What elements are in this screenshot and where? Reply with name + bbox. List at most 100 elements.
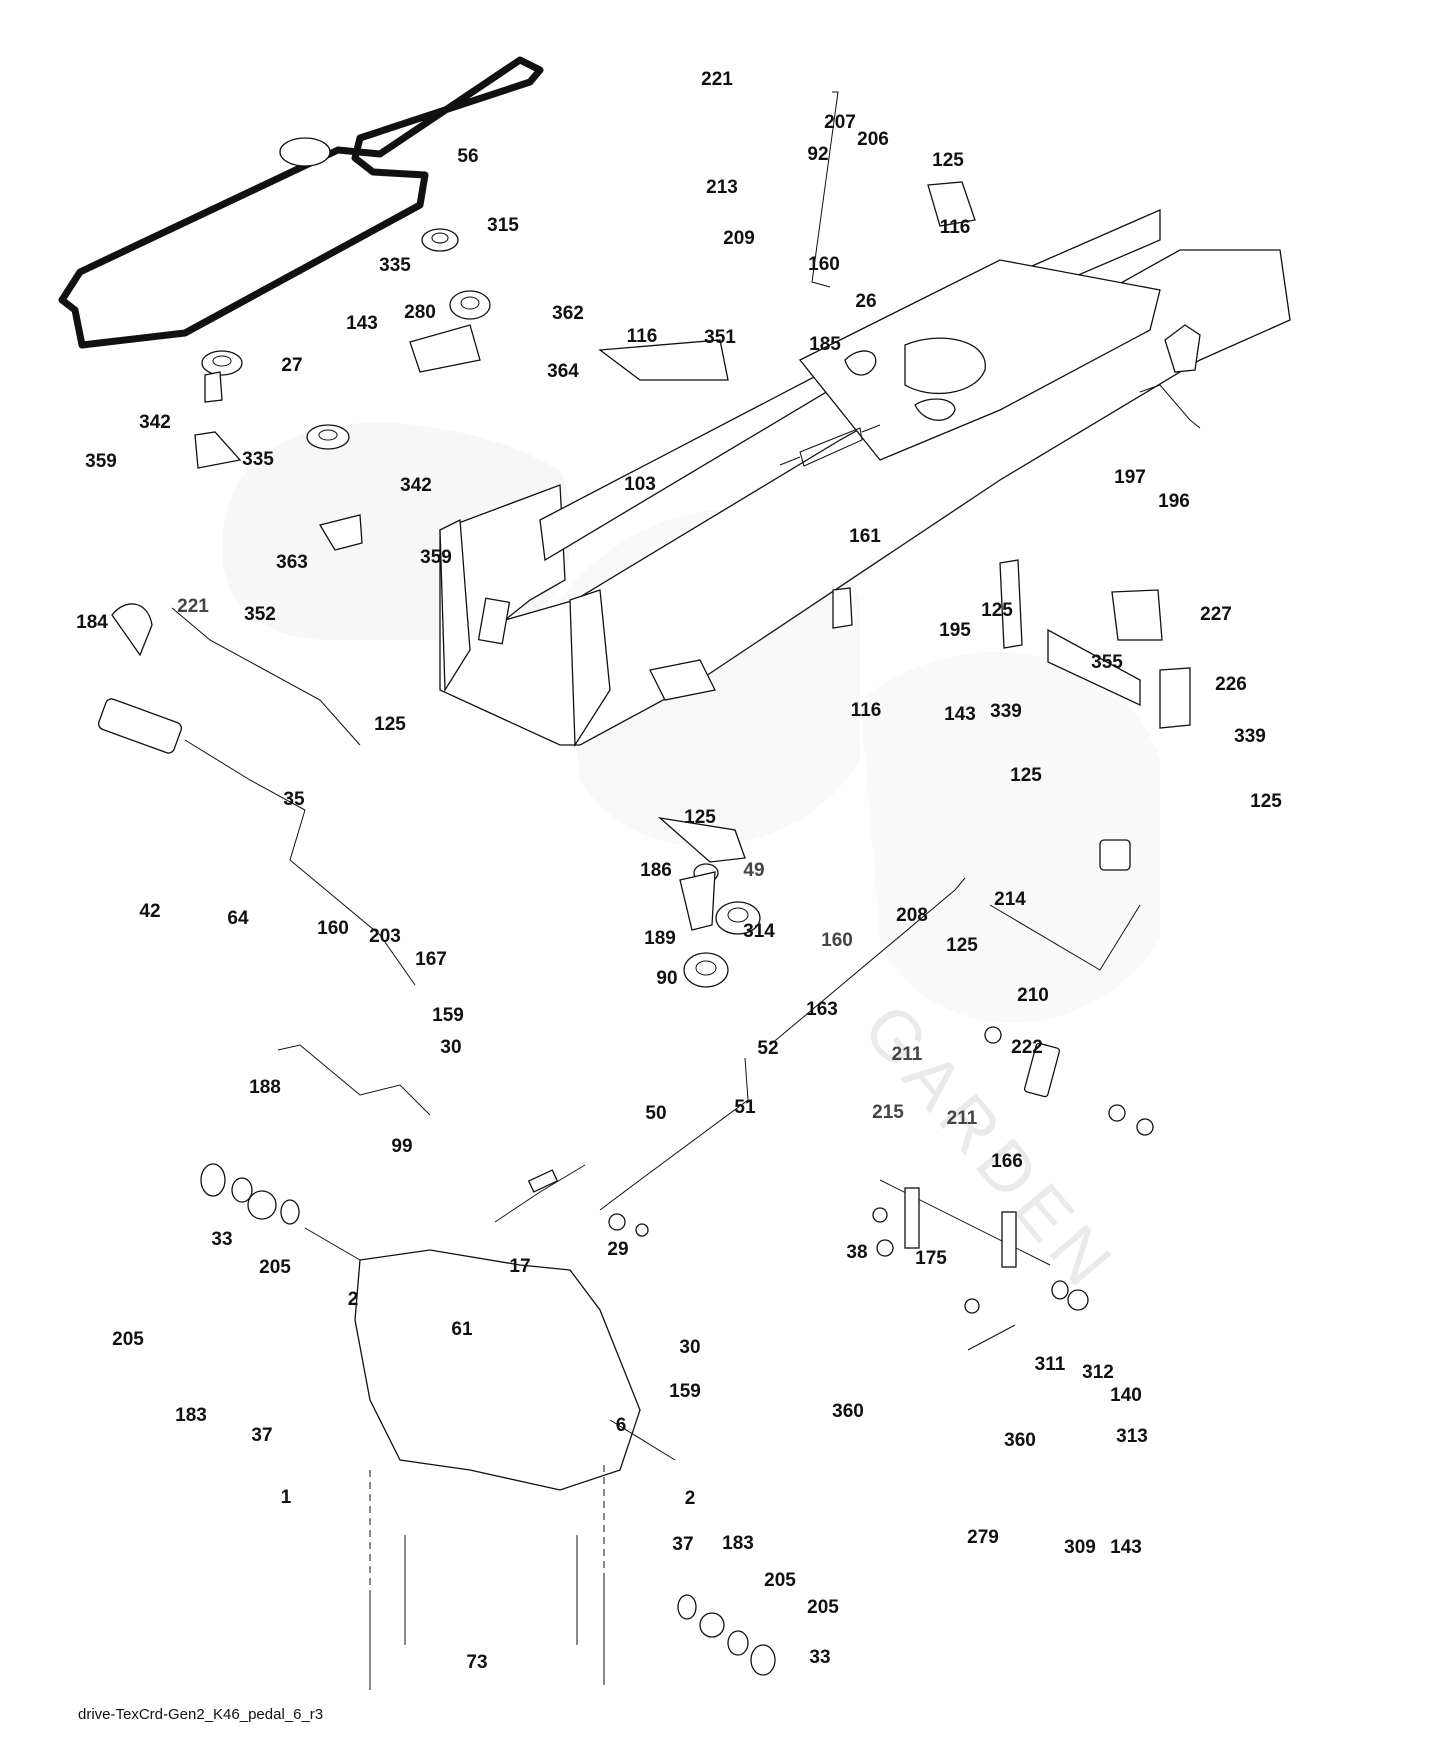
part-label-143: 143 (944, 704, 976, 725)
part-label-185: 185 (809, 334, 841, 355)
chassis-frame (439, 209, 1291, 748)
part-label-221: 221 (177, 596, 209, 617)
part-label-143: 143 (1110, 1537, 1142, 1558)
part-label-342: 342 (139, 412, 171, 433)
part-label-49: 49 (743, 860, 764, 881)
part-label-33: 33 (211, 1229, 232, 1250)
part-label-205: 205 (764, 1570, 796, 1591)
part-label-362: 362 (552, 303, 584, 324)
part-label-163: 163 (806, 999, 838, 1020)
part-label-26: 26 (855, 291, 876, 312)
part-label-355: 355 (1091, 652, 1123, 673)
part-label-206: 206 (857, 129, 889, 150)
part-label-213: 213 (706, 177, 738, 198)
part-label-160: 160 (821, 930, 853, 951)
part-label-29: 29 (607, 1239, 628, 1260)
part-label-309: 309 (1064, 1537, 1096, 1558)
part-label-90: 90 (656, 968, 677, 989)
part-label-342: 342 (400, 475, 432, 496)
part-label-209: 209 (723, 228, 755, 249)
mounting-bolts (369, 1465, 605, 1690)
part-label-143: 143 (346, 313, 378, 334)
part-label-188: 188 (249, 1077, 281, 1098)
part-label-221: 221 (701, 69, 733, 90)
spring-161 (779, 424, 881, 467)
part-label-159: 159 (669, 1381, 701, 1402)
part-label-359: 359 (420, 547, 452, 568)
small-parts (111, 137, 1154, 1676)
part-label-313: 313 (1116, 1426, 1148, 1447)
part-label-61: 61 (451, 1319, 473, 1340)
part-label-183: 183 (175, 1405, 207, 1426)
part-label-359: 359 (85, 451, 117, 472)
part-label-211: 211 (892, 1044, 923, 1065)
part-label-125: 125 (932, 150, 964, 171)
drive-belt (58, 56, 544, 349)
transaxle (354, 1249, 641, 1491)
part-label-189: 189 (644, 928, 676, 949)
part-label-167: 167 (415, 949, 447, 970)
part-label-311: 311 (1035, 1354, 1066, 1375)
part-label-186: 186 (640, 860, 672, 881)
part-label-211: 211 (947, 1108, 978, 1129)
part-label-160: 160 (808, 254, 840, 275)
part-label-92: 92 (807, 144, 828, 165)
part-label-210: 210 (1017, 985, 1049, 1006)
part-label-116: 116 (851, 700, 882, 721)
part-label-73: 73 (466, 1652, 487, 1673)
part-label-360: 360 (1004, 1430, 1036, 1451)
part-label-35: 35 (283, 789, 305, 810)
part-label-1: 1 (281, 1487, 292, 1508)
part-label-339: 339 (1234, 726, 1266, 747)
part-label-352: 352 (244, 604, 276, 625)
part-label-335: 335 (242, 449, 274, 470)
part-label-175: 175 (915, 1248, 947, 1269)
part-label-195: 195 (939, 620, 971, 641)
part-label-226: 226 (1215, 674, 1247, 695)
axle-left (304, 1227, 361, 1261)
part-label-140: 140 (1110, 1385, 1142, 1406)
part-label-280: 280 (404, 302, 436, 323)
part-label-99: 99 (391, 1136, 412, 1157)
part-label-227: 227 (1200, 604, 1232, 625)
part-label-184: 184 (76, 612, 108, 633)
part-label-183: 183 (722, 1533, 754, 1554)
part-label-56: 56 (457, 146, 478, 167)
part-label-364: 364 (547, 361, 579, 382)
part-label-50: 50 (645, 1103, 666, 1124)
part-label-205: 205 (112, 1329, 144, 1350)
part-label-125: 125 (981, 600, 1013, 621)
part-label-17: 17 (509, 1256, 530, 1277)
part-label-52: 52 (757, 1038, 778, 1059)
part-label-196: 196 (1158, 491, 1190, 512)
part-label-315: 315 (487, 215, 519, 236)
part-label-205: 205 (807, 1597, 839, 1618)
part-label-125: 125 (1250, 791, 1282, 812)
part-label-161: 161 (849, 526, 881, 547)
part-label-360: 360 (832, 1401, 864, 1422)
part-label-6: 6 (616, 1415, 627, 1436)
part-label-197: 197 (1114, 467, 1146, 488)
part-label-205: 205 (259, 1257, 291, 1278)
part-label-116: 116 (627, 326, 658, 347)
part-label-222: 222 (1011, 1037, 1043, 1058)
part-label-160: 160 (317, 918, 349, 939)
part-label-2: 2 (685, 1488, 696, 1509)
part-label-27: 27 (281, 355, 302, 376)
part-label-166: 166 (991, 1151, 1023, 1172)
part-label-339: 339 (990, 701, 1022, 722)
part-label-30: 30 (679, 1337, 700, 1358)
part-label-37: 37 (251, 1425, 272, 1446)
part-label-42: 42 (139, 901, 160, 922)
part-label-203: 203 (369, 926, 401, 947)
part-label-125: 125 (684, 807, 716, 828)
part-label-125: 125 (374, 714, 406, 735)
part-label-215: 215 (872, 1102, 904, 1123)
part-label-125: 125 (1010, 765, 1042, 786)
axle-right (609, 1419, 676, 1461)
part-label-214: 214 (994, 889, 1026, 910)
part-label-159: 159 (432, 1005, 464, 1026)
part-label-37: 37 (672, 1534, 693, 1555)
